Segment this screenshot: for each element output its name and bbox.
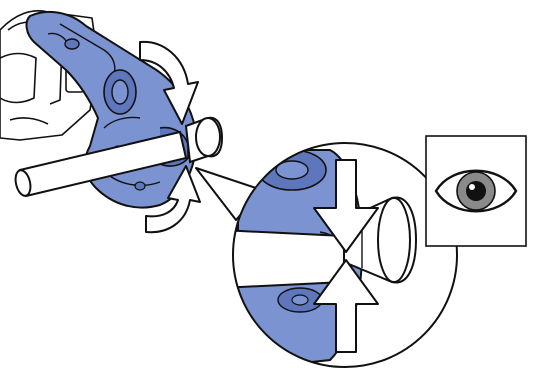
magnifier-callout-icon — [232, 142, 458, 368]
eye-icon — [425, 135, 527, 247]
curved-arrow-down-icon — [139, 40, 199, 125]
curved-arrow-up-icon — [145, 165, 201, 234]
pipe-icon — [14, 116, 224, 198]
closing-arrows-icon — [313, 159, 379, 353]
